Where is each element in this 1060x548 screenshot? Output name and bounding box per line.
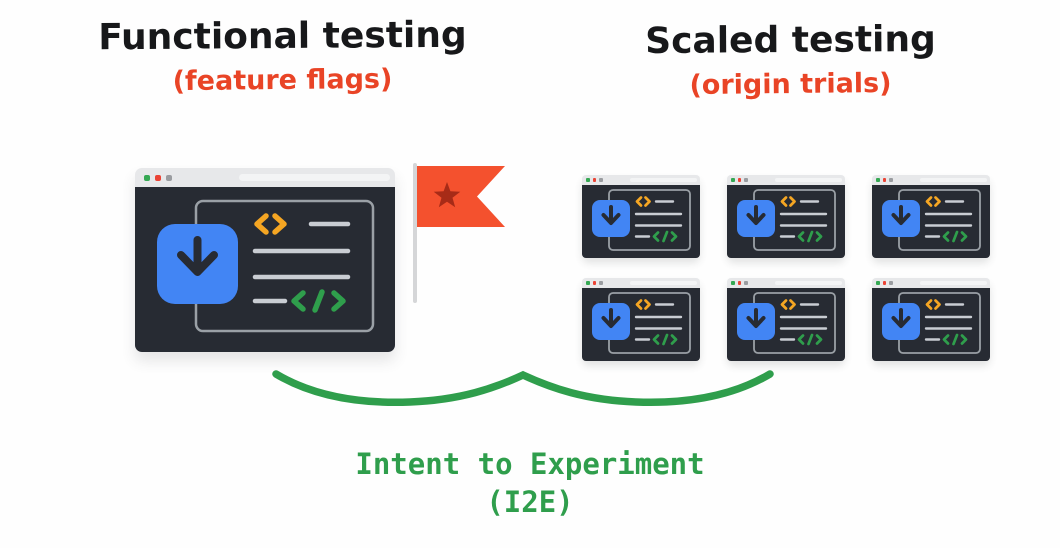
browser-window-mini — [727, 175, 845, 258]
code-slash-icon — [652, 333, 678, 346]
download-icon — [737, 200, 775, 237]
browser-content-illustration — [882, 189, 981, 251]
star-icon — [433, 182, 461, 208]
window-dot-green — [876, 281, 880, 285]
window-dot-red — [737, 281, 741, 285]
code-slash-icon — [652, 230, 678, 243]
code-brackets-icon — [925, 299, 941, 310]
window-body — [582, 185, 700, 258]
browser-window-mini — [872, 278, 990, 361]
window-titlebar — [582, 278, 700, 288]
window-dot-red — [592, 281, 596, 285]
code-brackets-icon — [635, 299, 651, 310]
browser-window-main — [135, 168, 395, 352]
download-icon — [882, 303, 920, 340]
browser-content-illustration — [157, 199, 375, 333]
window-dot-gray — [166, 174, 172, 181]
window-titlebar — [582, 175, 700, 185]
address-bar — [775, 178, 842, 182]
feature-flag — [409, 163, 509, 309]
window-titlebar — [872, 278, 990, 288]
download-icon — [592, 303, 630, 340]
window-dot-green — [731, 281, 735, 285]
code-brackets-icon — [780, 196, 796, 207]
window-dot-red — [737, 178, 741, 182]
code-slash-icon — [291, 289, 346, 313]
address-bar — [630, 281, 697, 285]
window-titlebar — [872, 175, 990, 185]
window-dot-green — [586, 281, 590, 285]
wave-line — [272, 370, 774, 407]
left-subtitle: (feature flags) — [172, 63, 393, 98]
download-icon — [592, 200, 630, 237]
browser-content-illustration — [737, 292, 836, 354]
address-bar — [920, 178, 987, 182]
browser-window-mini — [872, 175, 990, 258]
download-icon — [157, 224, 238, 304]
window-dot-red — [155, 174, 161, 181]
browser-window-mini — [727, 278, 845, 361]
scaled-grid — [582, 175, 990, 361]
caption-line1: Intent to Experiment — [355, 447, 705, 481]
code-slash-icon — [942, 230, 968, 243]
window-body — [582, 288, 700, 361]
window-dot-gray — [744, 281, 748, 285]
browser-window-mini — [582, 175, 700, 258]
window-titlebar — [135, 168, 395, 187]
code-slash-icon — [797, 230, 823, 243]
window-dot-gray — [889, 281, 893, 285]
window-dot-gray — [599, 281, 603, 285]
code-brackets-icon — [925, 196, 941, 207]
right-title: Scaled testing — [645, 18, 936, 63]
code-slash-icon — [942, 333, 968, 346]
flag-banner — [417, 166, 505, 227]
i2e-wave-connector — [258, 362, 798, 416]
caption-line2: (I2E) — [486, 485, 574, 519]
left-title: Functional testing — [98, 14, 467, 59]
window-dot-gray — [889, 178, 893, 182]
window-dot-red — [592, 178, 596, 182]
flag-pole — [413, 163, 417, 303]
address-bar — [920, 281, 987, 285]
browser-window-mini — [582, 278, 700, 361]
functional-testing-header: Functional testing (feature flags) — [60, 14, 505, 98]
right-subtitle: (origin trials) — [689, 67, 892, 102]
window-dot-red — [882, 281, 886, 285]
window-dot-green — [586, 178, 590, 182]
browser-content-illustration — [592, 189, 691, 251]
flag-icon — [413, 163, 505, 303]
browser-content-illustration — [737, 189, 836, 251]
code-brackets-icon — [780, 299, 796, 310]
window-dot-gray — [599, 178, 603, 182]
window-dot-red — [882, 178, 886, 182]
window-dot-green — [731, 178, 735, 182]
address-bar — [775, 281, 842, 285]
window-dot-gray — [744, 178, 748, 182]
window-dot-green — [144, 174, 150, 181]
window-titlebar — [727, 278, 845, 288]
download-icon — [882, 200, 920, 237]
address-bar — [239, 174, 390, 181]
browser-content-illustration — [592, 292, 691, 354]
code-brackets-icon — [635, 196, 651, 207]
window-body — [727, 288, 845, 361]
window-dot-green — [876, 178, 880, 182]
scaled-testing-header: Scaled testing (origin trials) — [588, 18, 993, 102]
window-body — [872, 185, 990, 258]
window-titlebar — [727, 175, 845, 185]
browser-content-illustration — [882, 292, 981, 354]
code-brackets-icon — [254, 213, 287, 235]
i2e-caption: Intent to Experiment (I2E) — [0, 447, 1060, 519]
download-icon — [737, 303, 775, 340]
window-body — [872, 288, 990, 361]
address-bar — [630, 178, 697, 182]
code-slash-icon — [797, 333, 823, 346]
window-body — [727, 185, 845, 258]
window-body — [135, 187, 395, 352]
